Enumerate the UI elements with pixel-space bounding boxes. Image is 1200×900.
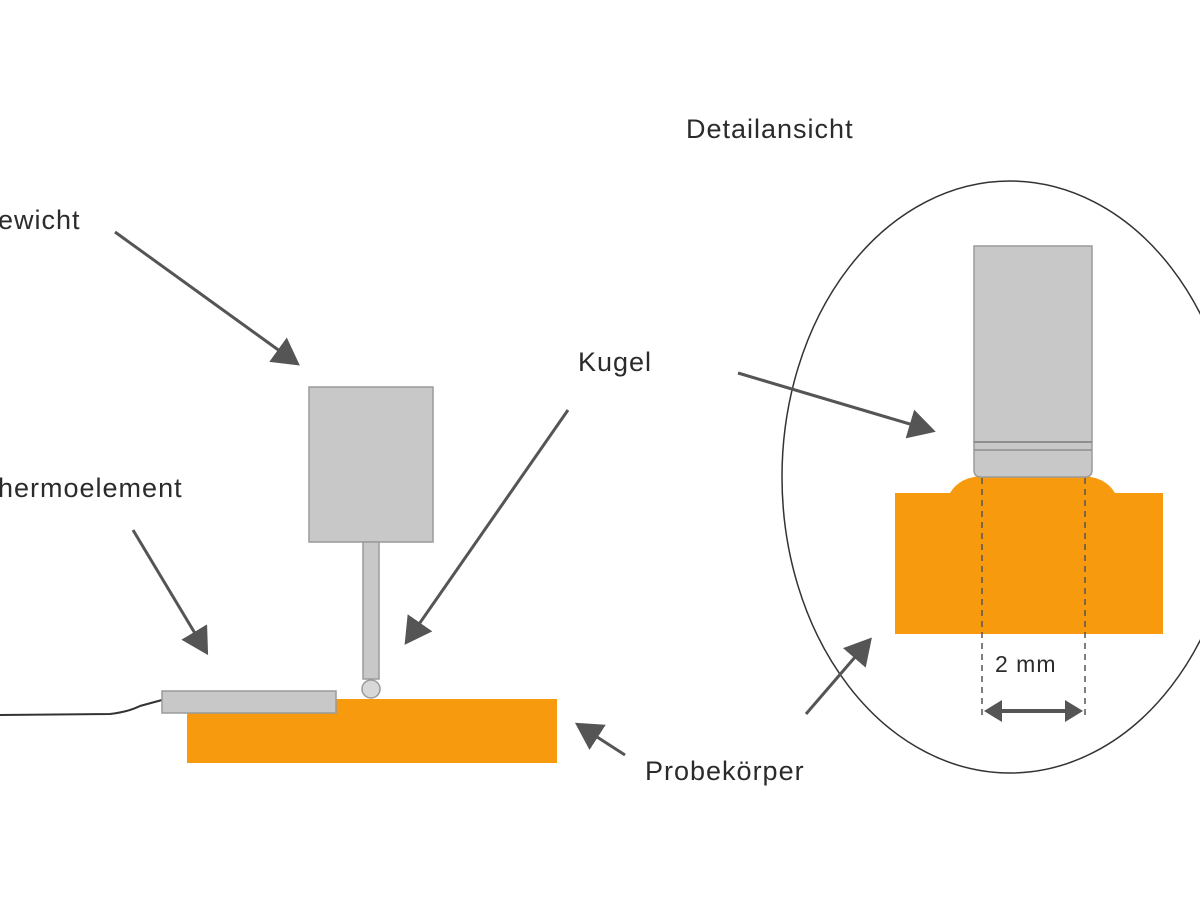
- detail-specimen: [895, 476, 1163, 634]
- weight-label: ewicht: [0, 205, 81, 235]
- specimen-arrow: [574, 722, 626, 757]
- dimension-arrowhead-right: [1065, 700, 1083, 722]
- specimen-label: Probekörper: [645, 756, 805, 786]
- ball-arrow-left: [404, 409, 570, 645]
- ball: [361, 679, 381, 699]
- thermocouple-wire: [0, 699, 163, 716]
- detail-view: Detailansicht 2 mm: [686, 114, 1200, 774]
- detail-ellipse: [781, 180, 1200, 774]
- thermocouple-strip: [161, 690, 337, 714]
- detail-rod-tip: [973, 441, 1093, 478]
- ball-label: Kugel: [578, 347, 652, 377]
- detail-rod: [973, 245, 1093, 443]
- thermocouple-label: hermoelement: [0, 473, 183, 503]
- detail-title: Detailansicht: [686, 114, 854, 144]
- specimen-arrow-detail: [804, 637, 872, 715]
- weight-arrow: [114, 230, 300, 366]
- thermocouple-arrow: [131, 529, 209, 656]
- ball-arrow-detail: [737, 371, 936, 439]
- dimension-arrowhead-left: [984, 700, 1002, 722]
- dimension-label: 2 mm: [995, 651, 1057, 677]
- setup-overview: ewicht hermoelement Kugel Probekörper: [0, 205, 805, 786]
- weight-block: [308, 386, 434, 543]
- weight-rod: [362, 541, 380, 680]
